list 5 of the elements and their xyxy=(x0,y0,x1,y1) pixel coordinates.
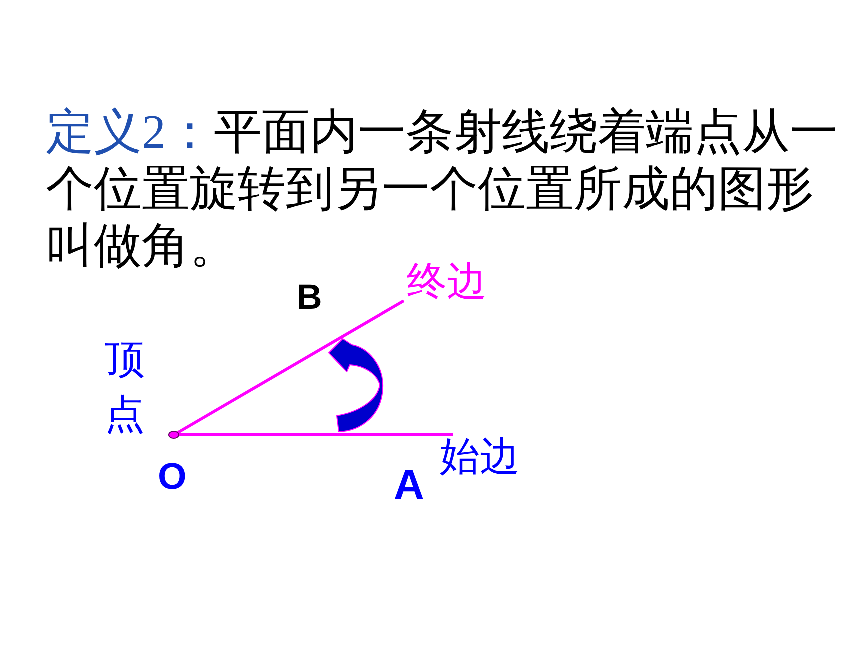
point-label: A xyxy=(394,464,424,506)
vertex-label: 顶点 xyxy=(105,336,145,440)
initial-side-label: 始边 xyxy=(440,437,520,477)
point-label: O xyxy=(158,458,187,495)
point-label: B xyxy=(297,280,322,315)
